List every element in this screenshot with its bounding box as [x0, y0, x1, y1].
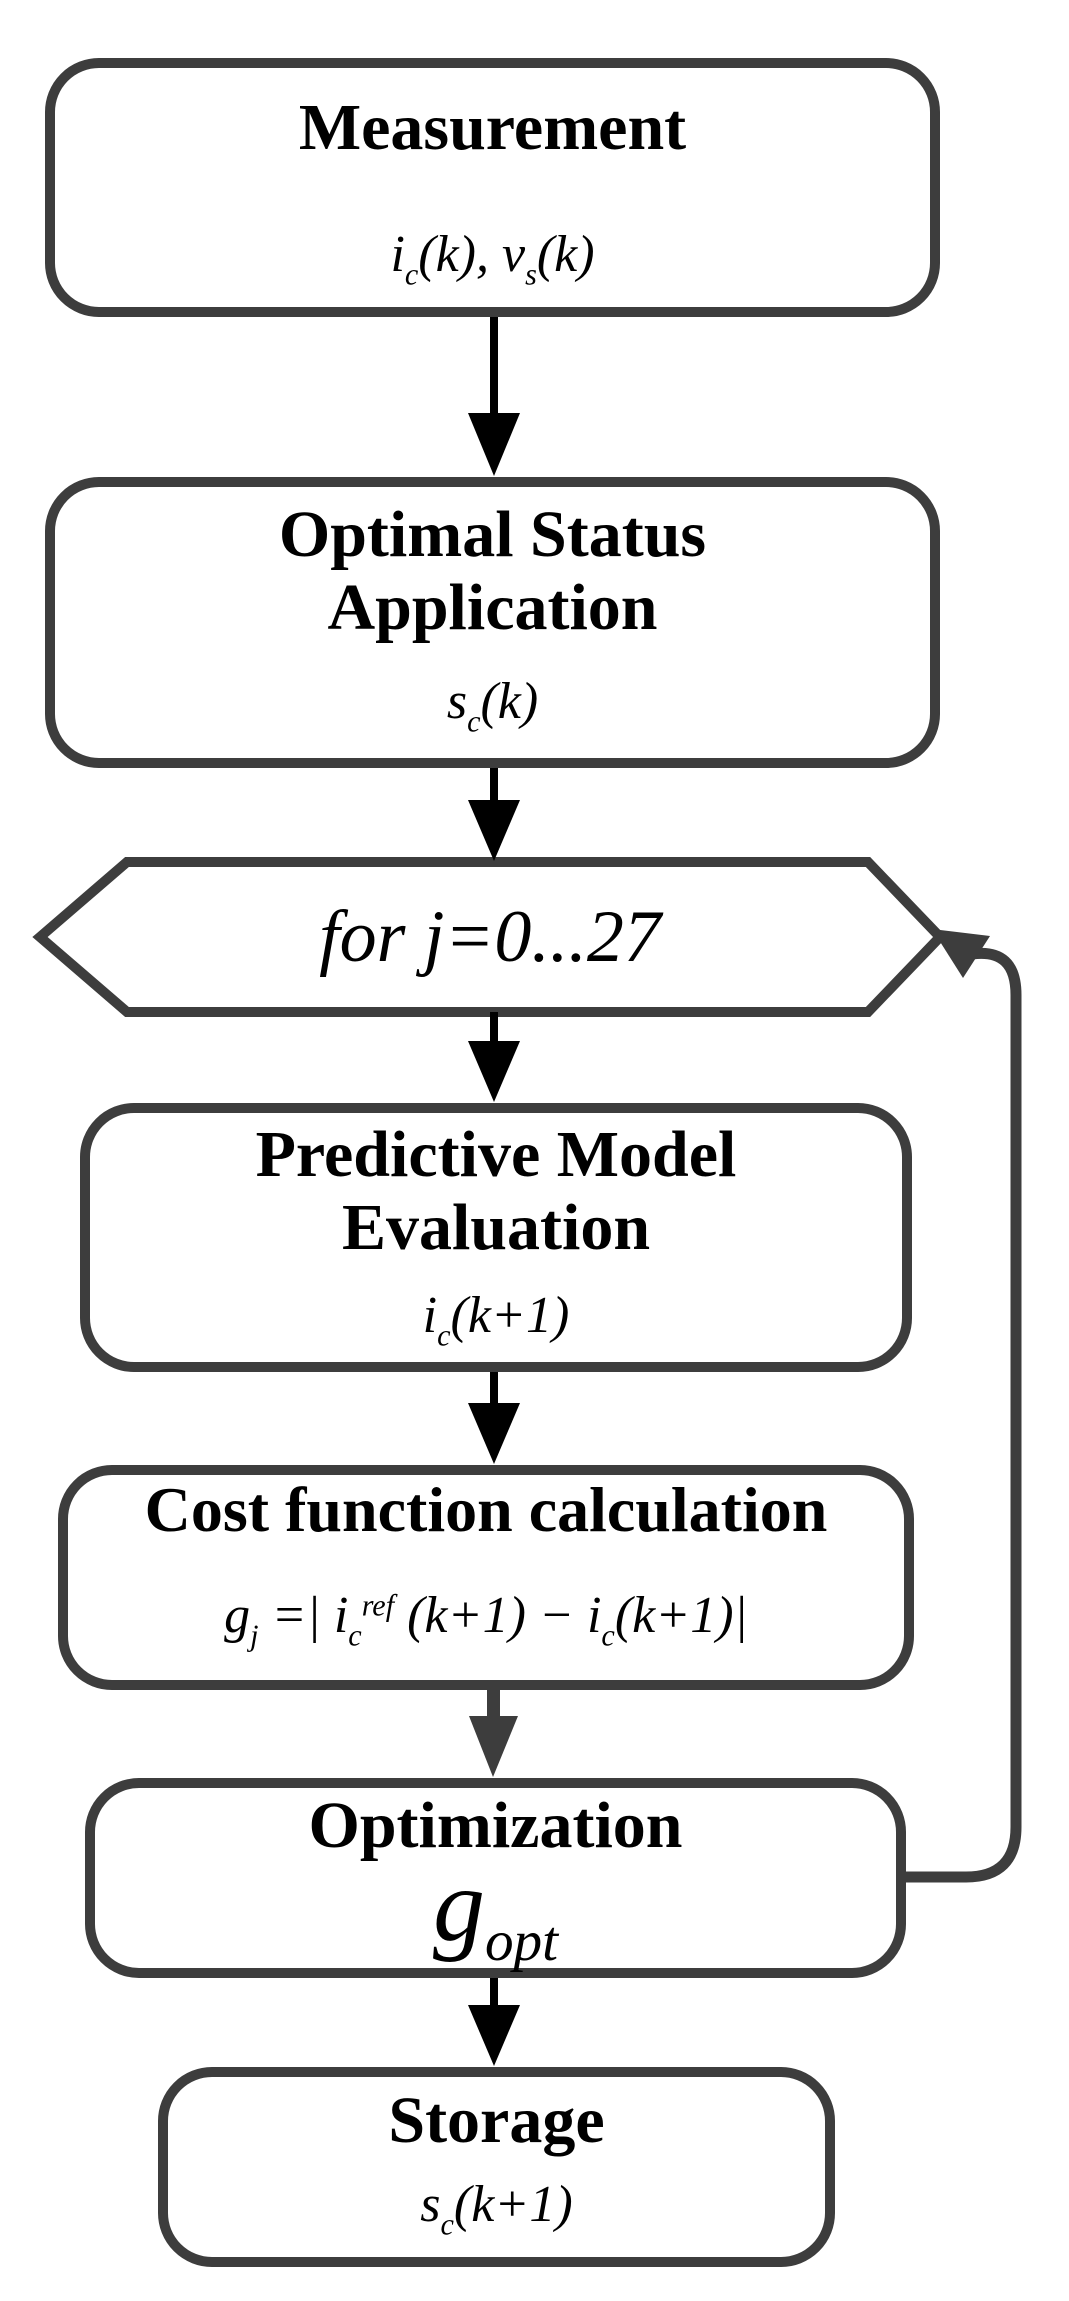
node-measurement: Measurement ic(k), vs(k) — [45, 58, 940, 317]
node-cost-function-calculation: Cost function calculation gj =| icref (k… — [58, 1465, 914, 1690]
flow-arrow-6 — [468, 1978, 520, 2066]
flow-arrow-4 — [468, 1372, 520, 1464]
node-predictive-model-evaluation: Predictive Model Evaluation ic(k+1) — [80, 1103, 912, 1372]
flow-arrow-3 — [468, 1012, 520, 1102]
node-optimization-title: Optimization — [308, 1789, 683, 1862]
loop-feedback-arrowhead — [932, 929, 990, 978]
node-optimal-title-line1: Optimal Status — [278, 498, 707, 571]
node-cost-formula: gj =| icref (k+1) − ic(k+1)| — [224, 1587, 748, 1653]
node-storage-formula: sc(k+1) — [420, 2176, 573, 2242]
flow-arrow-5 — [469, 1690, 518, 1777]
node-measurement-title: Measurement — [298, 91, 687, 164]
node-storage: Storage sc(k+1) — [158, 2067, 835, 2267]
flow-arrow-1 — [468, 317, 520, 476]
loop-feedback-line — [906, 947, 1022, 1883]
node-storage-title: Storage — [388, 2084, 605, 2157]
node-optimization: Optimization gopt — [85, 1778, 906, 1978]
node-predictive-formula: ic(k+1) — [422, 1287, 570, 1353]
node-optimal-formula: sc(k) — [446, 673, 539, 739]
node-predictive-title: Predictive Model Evaluation — [255, 1118, 737, 1264]
node-cost-title: Cost function calculation — [144, 1474, 828, 1545]
node-for-loop-label: for j=0...27 — [319, 895, 661, 978]
flow-arrow-2 — [468, 768, 520, 861]
node-predictive-title-line2: Evaluation — [341, 1190, 651, 1264]
node-optimal-title: Optimal Status Application — [278, 498, 707, 644]
node-predictive-title-line1: Predictive Model — [255, 1118, 737, 1191]
node-measurement-formula: ic(k), vs(k) — [390, 226, 595, 292]
node-optimization-formula: gopt — [432, 1847, 559, 1973]
node-optimal-title-line2: Application — [327, 570, 658, 644]
node-optimal-status-application: Optimal Status Application sc(k) — [45, 477, 940, 768]
